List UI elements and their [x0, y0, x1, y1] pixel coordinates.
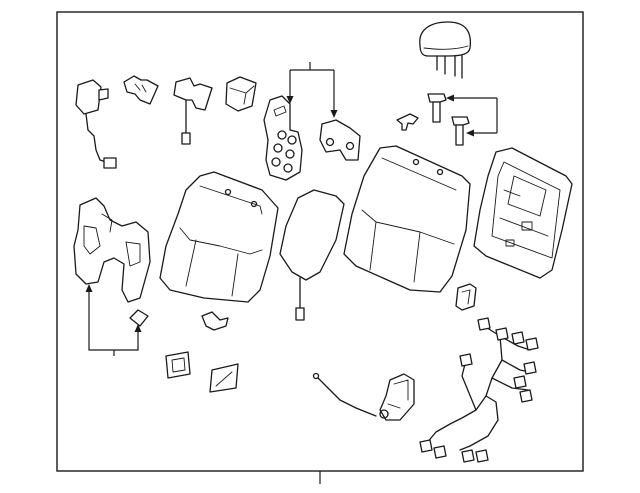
cable — [312, 372, 377, 417]
trim-bezel — [165, 351, 191, 379]
guide-leader — [446, 94, 498, 137]
clip — [129, 309, 149, 327]
hinge-bracket — [173, 77, 213, 145]
side-bracket — [73, 197, 151, 303]
cover-clip — [225, 76, 257, 112]
mount-clip — [209, 363, 239, 393]
wire-harness — [419, 317, 539, 463]
seatback-cushion — [159, 171, 279, 303]
control-bracket — [319, 119, 361, 161]
release-cable — [75, 79, 117, 169]
heater-harness — [201, 311, 229, 331]
seatback-pad — [279, 189, 345, 321]
headrest-guide-1 — [427, 93, 447, 123]
switch-module — [263, 95, 303, 181]
latch-clip — [123, 75, 159, 105]
headrest-guide-2 — [451, 116, 470, 146]
trim-cap — [396, 113, 419, 131]
bracket-leader — [85, 284, 142, 356]
motor — [379, 373, 415, 421]
headrest — [419, 21, 472, 79]
seatback-cover — [343, 145, 471, 293]
seatback-frame — [473, 147, 573, 279]
bracket-small — [455, 283, 477, 311]
switch-leader — [286, 62, 338, 118]
